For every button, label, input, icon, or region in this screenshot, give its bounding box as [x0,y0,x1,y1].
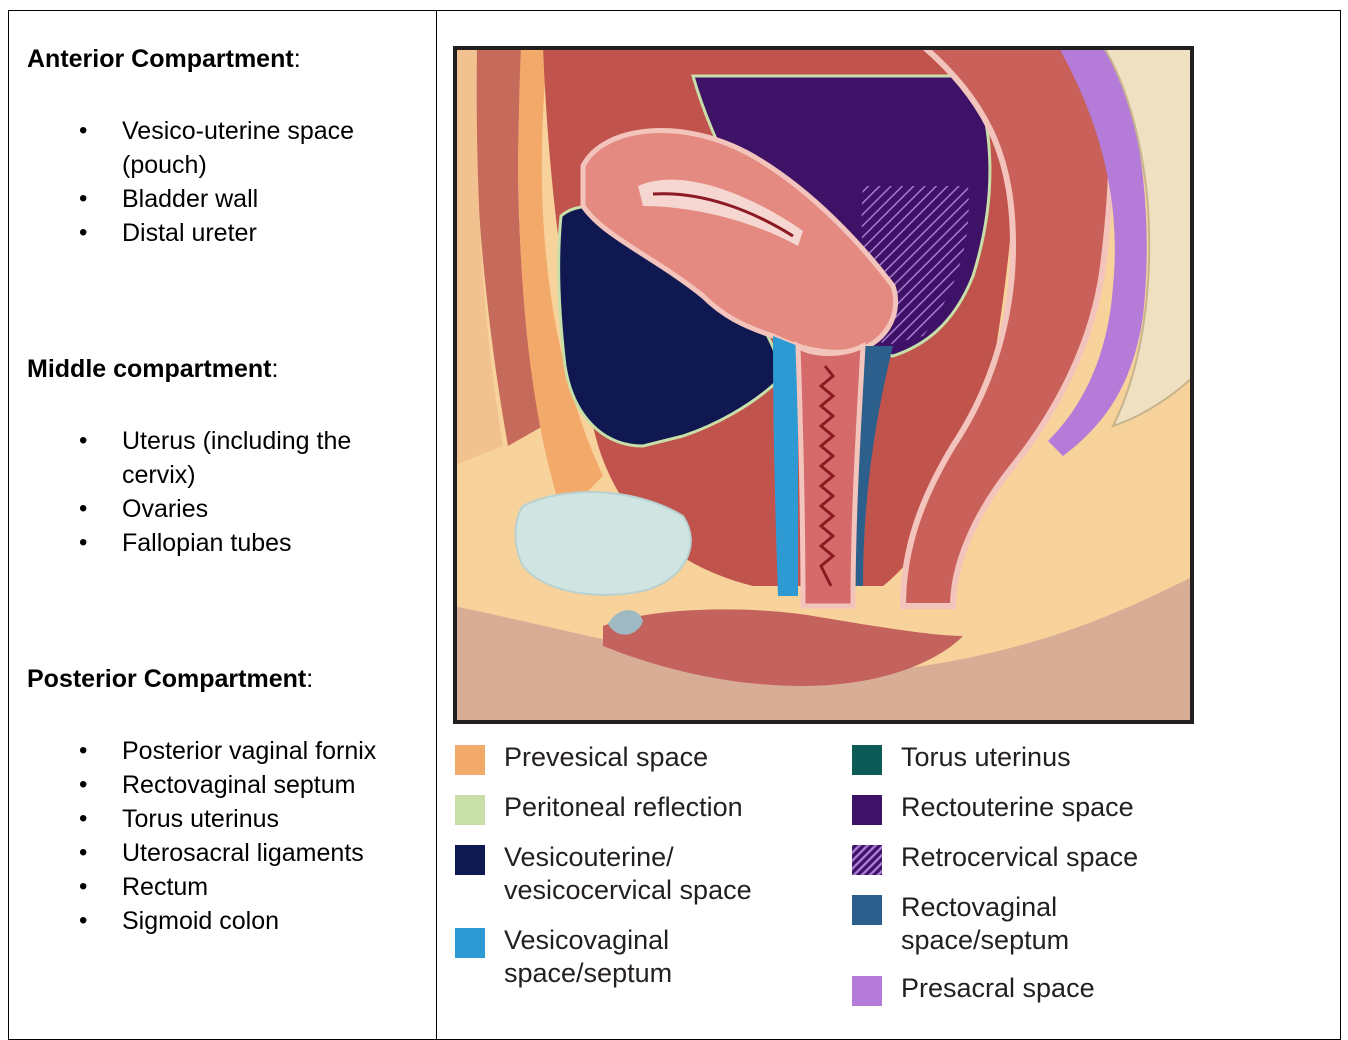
legend-label: Vesicovaginal space/septum [504,924,672,990]
legend-label: Rectouterine space [901,791,1134,824]
list-item: Rectum [27,870,427,904]
legend-label: Presacral space [901,972,1095,1005]
middle-colon: : [271,355,278,383]
legend-vesicovaginal: Vesicovaginal space/septum [455,924,672,990]
list-item: Uterus (including the cervix) [27,424,422,492]
legend-label: Rectovaginal space/septum [901,891,1069,957]
list-item: Torus uterinus [27,802,427,836]
legend-peritoneal: Peritoneal reflection [455,791,743,825]
legend-label: Prevesical space [504,741,708,774]
legend-swatch [455,928,485,958]
legend-label: Retrocervical space [901,841,1138,874]
list-item: Fallopian tubes [27,526,427,560]
anterior-compartment: Anterior Compartment: Vesico-uterine spa… [27,44,427,250]
middle-heading: Middle compartment: [27,354,427,384]
list-item: Uterosacral ligaments [27,836,427,870]
legend-retrocervical: Retrocervical space [852,841,1138,875]
posterior-compartment: Posterior Compartment: Posterior vaginal… [27,664,427,938]
anterior-list: Vesico-uterine space (pouch) Bladder wal… [27,114,427,250]
bladder [516,492,691,595]
list-item: Distal ureter [27,216,427,250]
legend-prevesical: Prevesical space [455,741,708,775]
legend-swatch [852,895,882,925]
list-item: Rectovaginal septum [27,768,427,802]
legend-label: Peritoneal reflection [504,791,743,824]
legend-swatch [455,845,485,875]
posterior-list: Posterior vaginal fornix Rectovaginal se… [27,734,427,938]
legend-label: Vesicouterine/ vesicocervical space [504,841,752,907]
legend-swatch [455,745,485,775]
legend-rectouterine: Rectouterine space [852,791,1134,825]
column-divider [436,10,437,1040]
anterior-title: Anterior Compartment [27,45,294,73]
posterior-colon: : [306,665,313,693]
legend-swatch [852,976,882,1006]
middle-list: Uterus (including the cervix) Ovaries Fa… [27,424,427,560]
list-item: Vesico-uterine space (pouch) [27,114,422,182]
anterior-heading: Anterior Compartment: [27,44,427,74]
legend-vesicouterine: Vesicouterine/ vesicocervical space [455,841,752,907]
posterior-title: Posterior Compartment [27,665,306,693]
vagina [798,346,863,606]
legend-swatch [852,795,882,825]
legend-swatch [455,795,485,825]
list-item: Ovaries [27,492,427,526]
legend-label: Torus uterinus [901,741,1071,774]
list-item: Sigmoid colon [27,904,427,938]
legend-swatch-hatched [852,845,882,875]
posterior-heading: Posterior Compartment: [27,664,427,694]
pelvic-anatomy-illustration [453,46,1194,724]
list-item: Bladder wall [27,182,427,216]
middle-title: Middle compartment [27,355,271,383]
legend-presacral: Presacral space [852,972,1095,1006]
legend-torus: Torus uterinus [852,741,1071,775]
legend-rectovaginal: Rectovaginal space/septum [852,891,1069,957]
anterior-colon: : [294,45,301,73]
legend-swatch [852,745,882,775]
middle-compartment: Middle compartment: Uterus (including th… [27,354,427,560]
list-item: Posterior vaginal fornix [27,734,427,768]
vesicovaginal-space [773,336,798,596]
